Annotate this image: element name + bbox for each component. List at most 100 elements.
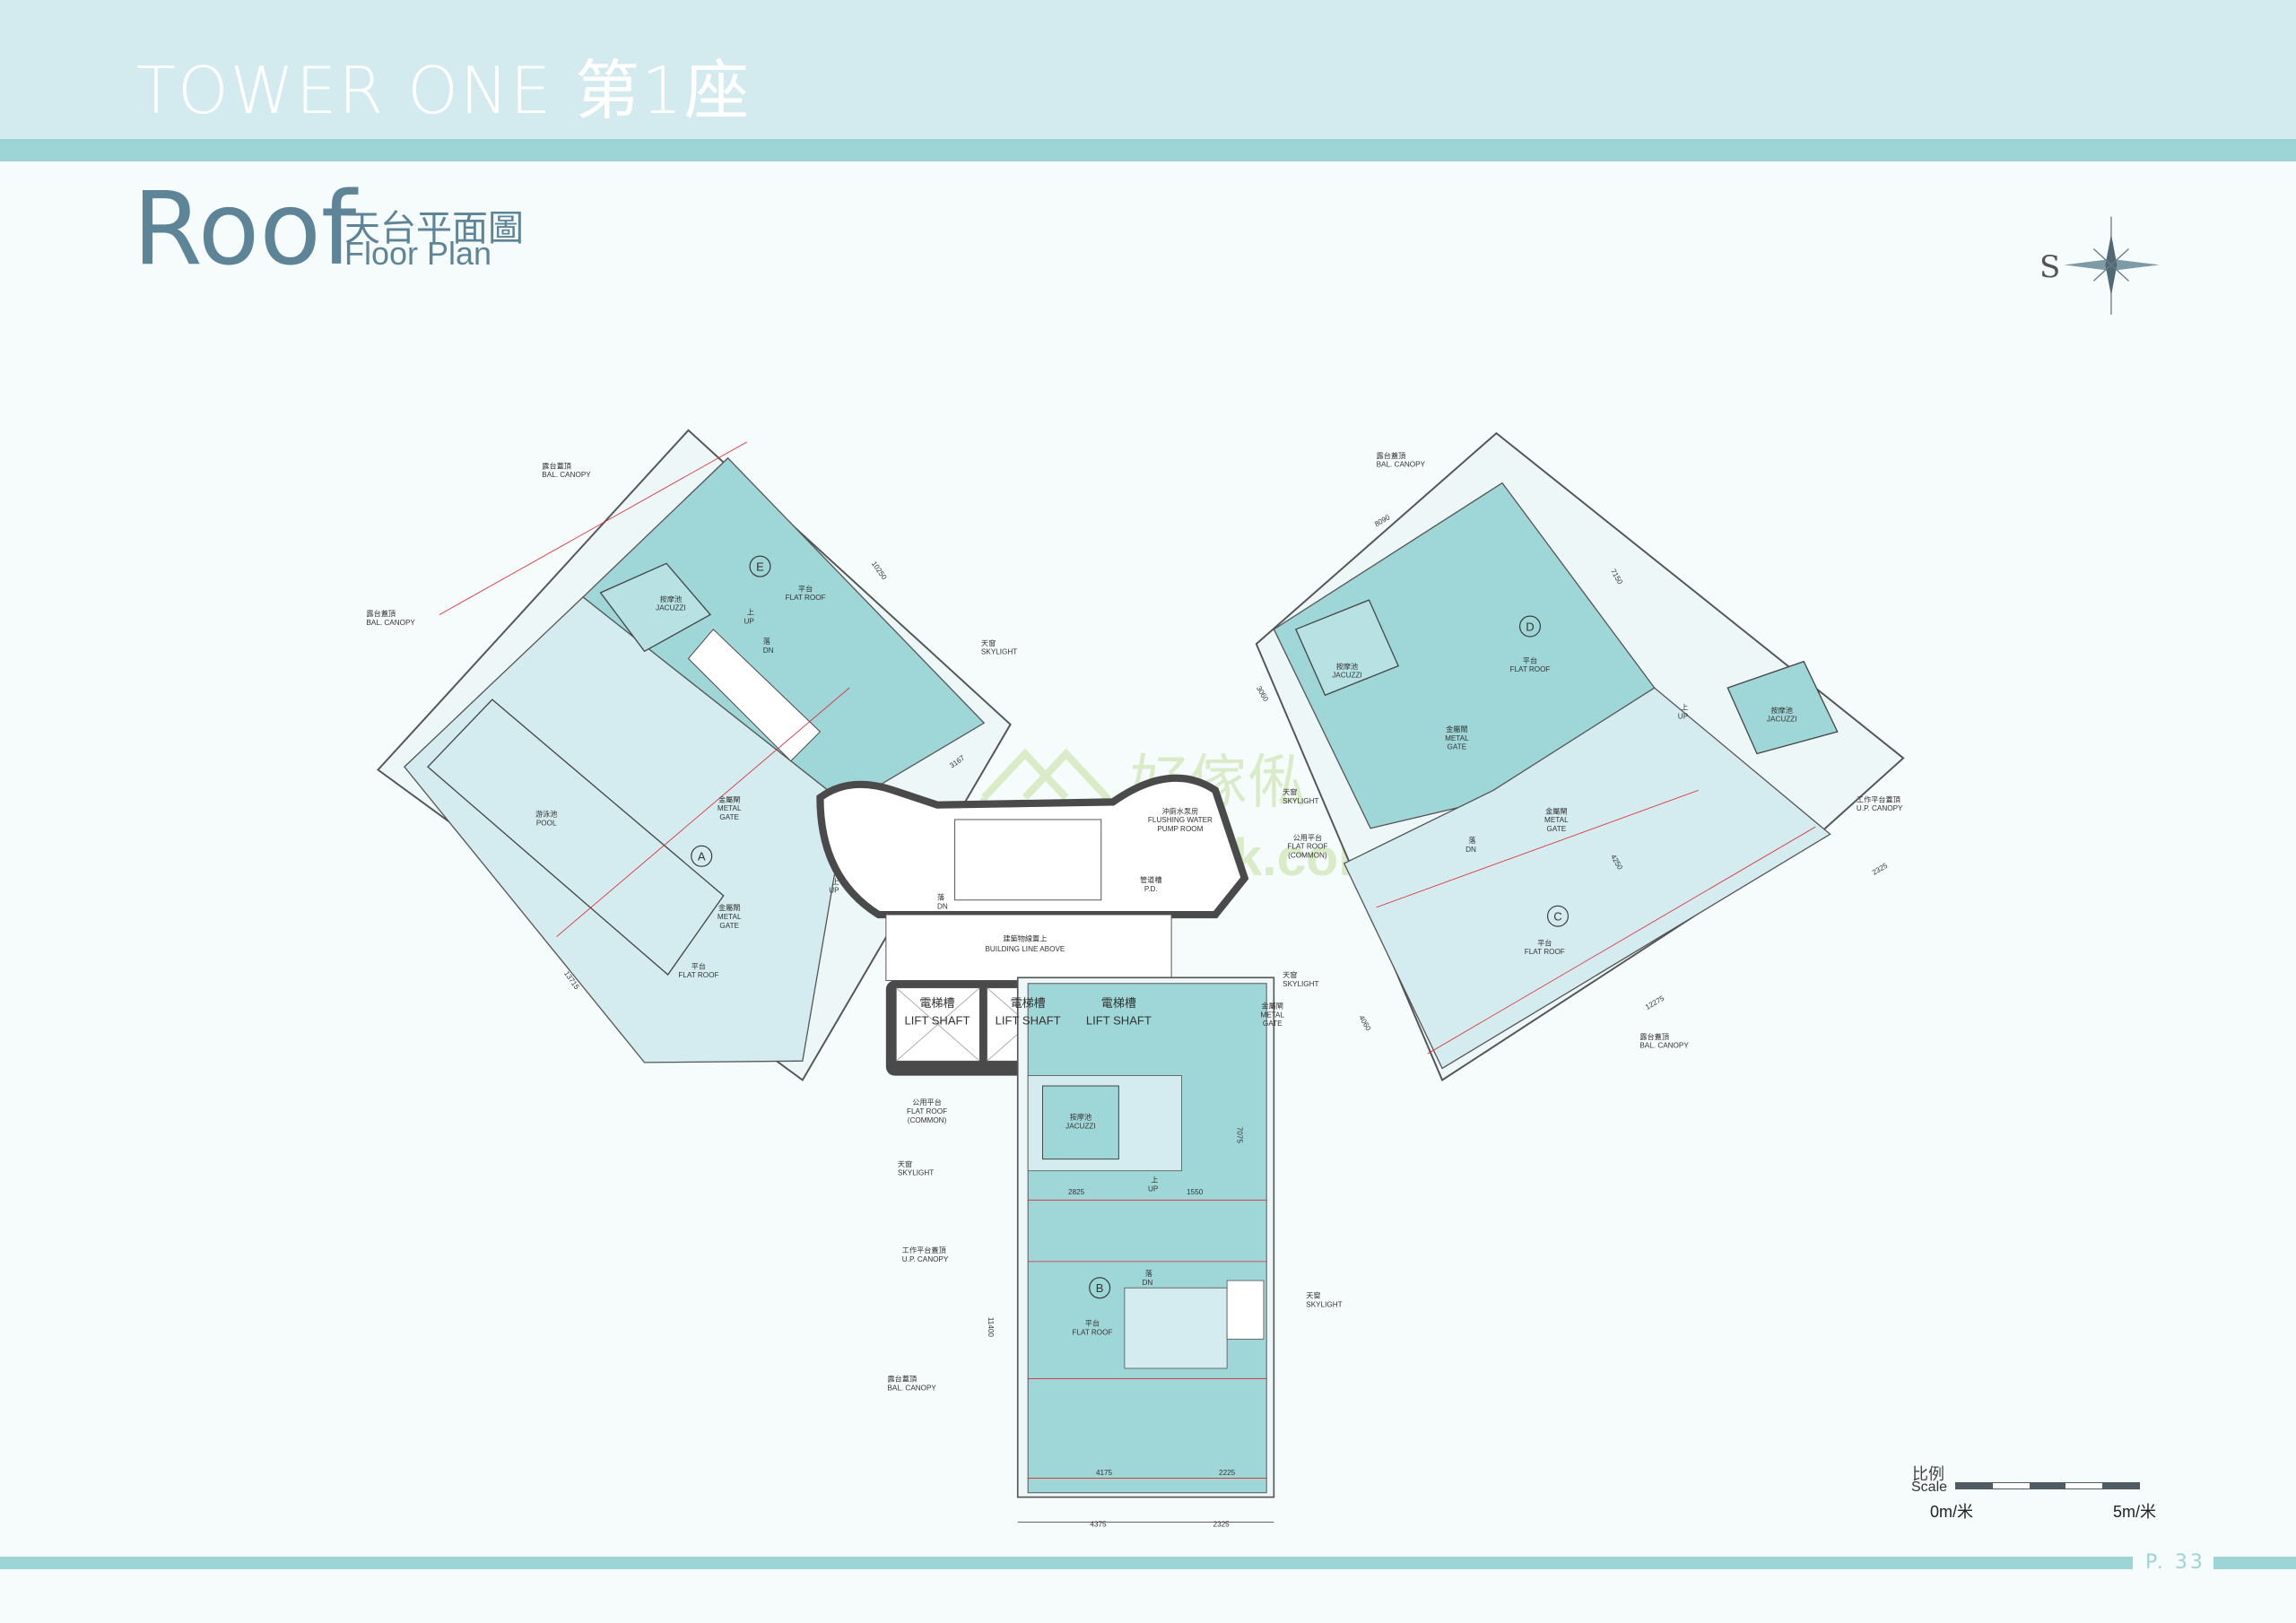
skylight-1-zh: 天窗	[981, 638, 996, 647]
plan-label: BAL. CANOPY	[366, 619, 415, 627]
plan-label: GATE	[719, 922, 739, 930]
jacuzzi-e-zh: 按摩池	[660, 595, 682, 603]
dim-2225: 2225	[1219, 1469, 1236, 1477]
footer-bar-left	[0, 1557, 2133, 1569]
common-roof-1-zh: 公用平台	[1293, 833, 1323, 842]
jacuzzi-d-zh: 按摩池	[1336, 662, 1358, 671]
lift-shaft-3-zh: 電梯槽	[1101, 996, 1136, 1010]
plan-label: BAL. CANOPY	[542, 471, 591, 479]
dim-4060: 4060	[1357, 1014, 1372, 1033]
scale-end-label: 5m/米	[2113, 1503, 2157, 1521]
plan-label: FLAT ROOF	[1287, 843, 1327, 851]
plan-labels: 平台 FLAT ROOF 平台 FLAT ROOF 平台 FLAT ROOF 平…	[366, 451, 1903, 1393]
dim-11400: 11400	[987, 1317, 995, 1338]
plan-label: FLAT ROOF	[907, 1107, 947, 1115]
stair-dn-e-zh: 落	[763, 637, 770, 646]
plan-label: UP	[1678, 712, 1689, 720]
unit-c-marker: C	[1553, 910, 1561, 924]
plan-title-roof: Roof	[133, 171, 357, 288]
jacuzzi-e-en: JACUZZI	[656, 604, 686, 612]
flat-roof-b-zh: 平台	[1085, 1319, 1100, 1328]
plan-label: U.P. CANOPY	[902, 1255, 949, 1263]
stair-up-e-zh: 上	[747, 608, 754, 616]
plan-label: METAL	[718, 913, 742, 921]
unit-markers: E A D C B	[691, 555, 1569, 1299]
tower-title: TOWER ONE 第1座	[136, 53, 751, 128]
plan-label: SKYLIGHT	[1306, 1300, 1342, 1308]
common-roof-2-zh: 公用平台	[912, 1098, 942, 1107]
unit-b-marker: B	[1096, 1281, 1104, 1295]
plan-label: SKYLIGHT	[898, 1169, 934, 1177]
plan-label: DN	[1465, 846, 1476, 854]
flat-roof-a-en: FLAT ROOF	[678, 971, 718, 979]
dim-1550: 1550	[1187, 1188, 1204, 1196]
plan-label: GATE	[1448, 743, 1467, 751]
plan-label: PUMP ROOM	[1157, 825, 1203, 833]
header-accent-bar	[0, 139, 2296, 161]
flat-roof-c-zh: 平台	[1537, 938, 1552, 947]
lift-shaft-2-en: LIFT SHAFT	[996, 1013, 1061, 1027]
plan-label: METAL	[1260, 1011, 1284, 1019]
compass-rose-icon	[2064, 216, 2160, 315]
stair-dn-c-zh: 落	[1468, 836, 1475, 845]
scale-start-label: 0m/米	[1930, 1503, 1974, 1521]
plan-label: DN	[937, 903, 948, 911]
building-line-zh: 建築物線置上	[1003, 933, 1047, 942]
dim-8090: 8090	[1373, 513, 1392, 528]
bal-canopy-4-zh: 露台蓋頂	[1639, 1032, 1669, 1041]
plan-label: UP	[829, 887, 839, 895]
skylight-5-zh: 天窗	[1306, 1291, 1320, 1300]
flat-roof-e-en: FLAT ROOF	[786, 594, 826, 602]
metal-gate-3-zh: 金屬閘	[1446, 725, 1467, 733]
plan-label: P.D.	[1144, 885, 1158, 893]
up-canopy-2-zh: 工作平台蓋頂	[902, 1245, 946, 1254]
right-wing	[1255, 431, 1905, 1081]
footer-bar-right	[2213, 1557, 2296, 1569]
jacuzzi-b-en: JACUZZI	[1065, 1122, 1096, 1130]
flat-roof-a-zh: 平台	[691, 961, 706, 970]
plan-label: SKYLIGHT	[981, 648, 1017, 656]
plan-title-en: Floor Plan	[344, 235, 492, 272]
scale-bar	[1955, 1482, 2140, 1489]
plan-label: UP	[744, 617, 755, 625]
jacuzzi-c-zh: 按摩池	[1770, 706, 1792, 715]
plan-label: SKYLIGHT	[1283, 980, 1318, 988]
bal-canopy-5-zh: 露台蓋頂	[887, 1375, 917, 1384]
pd-zh: 管道槽	[1140, 875, 1161, 884]
bal-canopy-3-zh: 露台蓋頂	[1377, 451, 1406, 460]
dim-7075: 7075	[1236, 1127, 1244, 1144]
lift-shaft-1-en: LIFT SHAFT	[904, 1013, 970, 1027]
lift-shaft-3-en: LIFT SHAFT	[1086, 1013, 1152, 1027]
stair-up-c-zh: 上	[1681, 704, 1688, 712]
plan-label: SKYLIGHT	[1283, 797, 1318, 805]
header-band	[0, 0, 2296, 139]
dim-2825: 2825	[1068, 1188, 1085, 1196]
stair-dn-zh: 落	[937, 893, 944, 902]
metal-gate-1-zh: 金屬閘	[718, 794, 740, 803]
flat-roof-c-en: FLAT ROOF	[1525, 948, 1565, 956]
plan-label: DN	[1142, 1279, 1152, 1287]
stair-up-zh: 上	[831, 878, 839, 886]
stair-up-b-zh: 上	[1151, 1176, 1158, 1185]
plan-label: METAL	[1544, 816, 1569, 824]
bal-canopy-1-zh: 露台蓋頂	[542, 461, 571, 470]
jacuzzi-b-zh: 按摩池	[1070, 1113, 1091, 1122]
metal-gate-2-zh: 金屬閘	[718, 903, 740, 912]
plan-label: U.P. CANOPY	[1857, 804, 1903, 812]
plan-label: BAL. CANOPY	[1377, 461, 1426, 469]
plan-label: GATE	[1547, 825, 1567, 833]
skylight-3-zh: 天窗	[1283, 970, 1297, 979]
dim-4375: 4375	[1090, 1520, 1107, 1528]
skylight-4-zh: 天窗	[898, 1159, 912, 1168]
plan-label: GATE	[719, 813, 739, 821]
up-canopy-1-zh: 工作平台蓋頂	[1857, 794, 1900, 803]
plan-label: (COMMON)	[908, 1116, 947, 1124]
pool-en: POOL	[536, 820, 557, 828]
dim-12275: 12275	[1644, 994, 1666, 1011]
pump-room-zh: 沖廁水泵房	[1162, 806, 1199, 815]
dim-2325-c: 2325	[1871, 862, 1890, 877]
plan-label: GATE	[1263, 1020, 1283, 1028]
building-line-en: BUILDING LINE ABOVE	[985, 945, 1065, 953]
metal-gate-4-zh: 金屬閘	[1545, 806, 1567, 815]
